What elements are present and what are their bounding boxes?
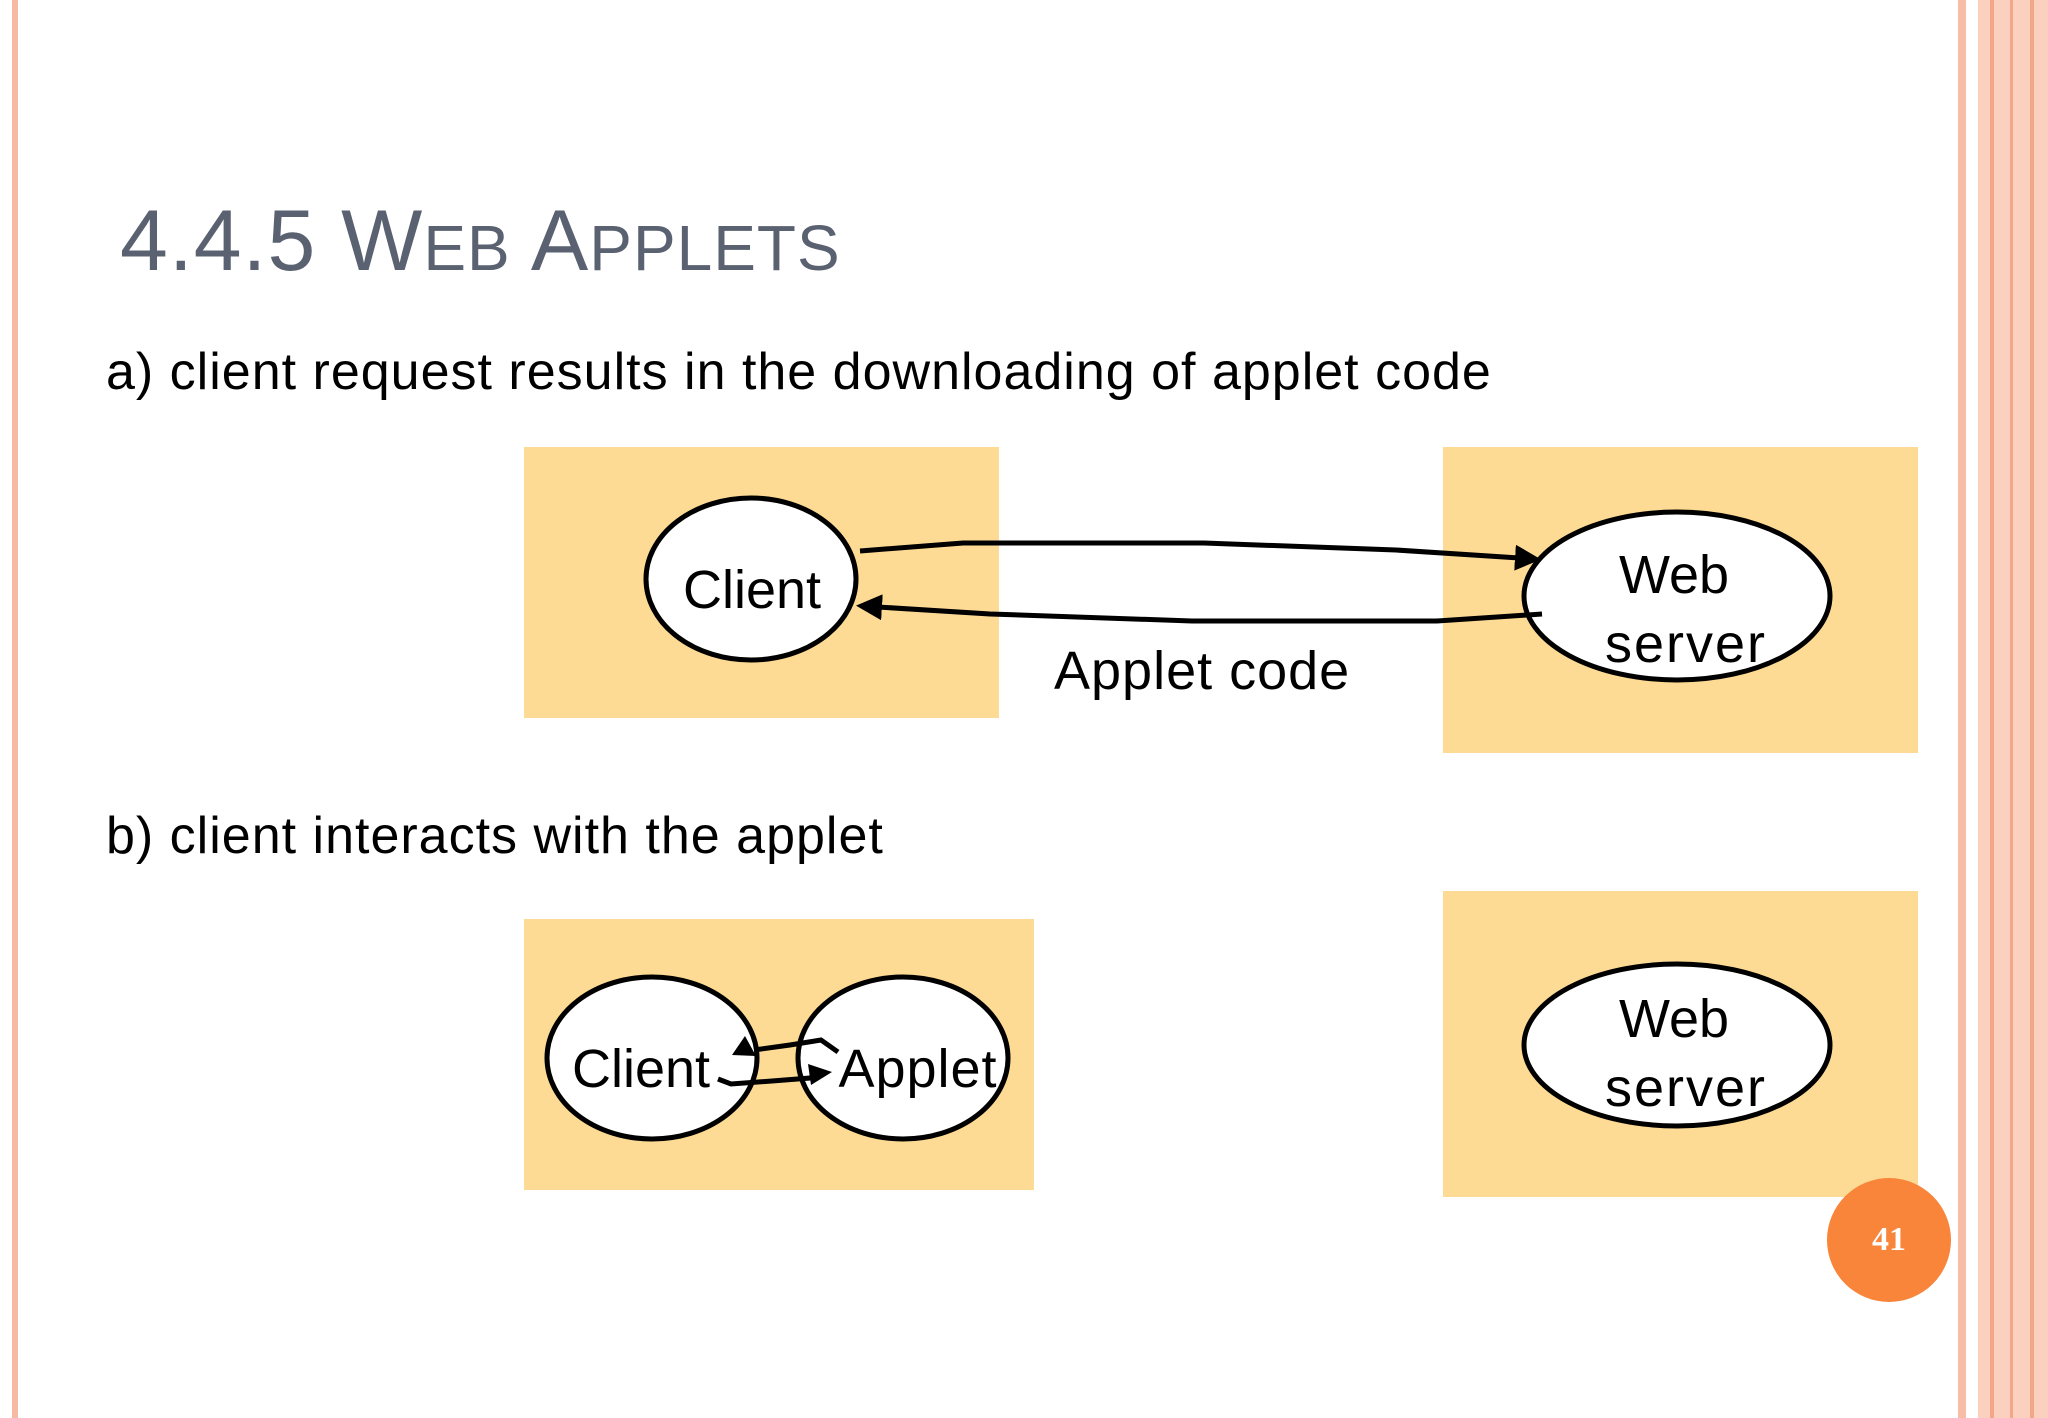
- interaction-arrowhead-down: [808, 1064, 832, 1085]
- interaction-arrow-to-client: [753, 1037, 840, 1055]
- caption-b: b) client interacts with the applet: [106, 807, 884, 865]
- applet-code-arrow: [856, 594, 1543, 624]
- right-border-band: [1978, 0, 2048, 1418]
- server-label-a-line1: Web: [1619, 545, 1729, 605]
- interaction-arrow-to-applet: [717, 1069, 821, 1087]
- client-box-b: [524, 919, 1034, 1190]
- server-box-b: [1443, 891, 1918, 1197]
- left-border: [12, 0, 18, 1418]
- applet-label-b: Applet: [838, 1039, 997, 1099]
- client-label-a: Client: [683, 560, 821, 620]
- server-label-b-line1: Web: [1619, 989, 1729, 1049]
- caption-a: a) client request results in the downloa…: [106, 343, 1492, 401]
- right-border-stripe-3: [2030, 0, 2034, 1418]
- title-word2-rest: PPLETS: [589, 212, 841, 284]
- interaction-arrowhead-up: [732, 1036, 756, 1056]
- title-number: 4.4.5: [120, 193, 342, 289]
- title-word2-cap: A: [530, 193, 590, 289]
- server-label-a-line2: server: [1605, 614, 1767, 674]
- client-box-a: [524, 447, 999, 718]
- applet-code-label: Applet code: [1054, 641, 1350, 701]
- server-label-b-line2: server: [1605, 1058, 1767, 1118]
- server-box-a: [1443, 447, 1918, 753]
- applet-node-b: [795, 974, 1011, 1142]
- slide-title: 4.4.5 WEB APPLETS: [120, 192, 841, 291]
- client-node-b: [544, 974, 760, 1142]
- title-word1-rest: EB: [423, 212, 511, 284]
- page-number-badge: 41: [1827, 1178, 1951, 1302]
- right-border-stripe-2: [2010, 0, 2013, 1418]
- title-word1-cap: W: [341, 193, 424, 289]
- server-node-a: [1521, 509, 1833, 683]
- right-border-inner: [1958, 0, 1966, 1418]
- request-arrow: [859, 540, 1541, 571]
- right-border-stripe-1: [1990, 0, 1994, 1418]
- client-label-b: Client: [572, 1039, 710, 1099]
- client-node-a: [643, 495, 859, 663]
- server-node-b: [1521, 961, 1833, 1129]
